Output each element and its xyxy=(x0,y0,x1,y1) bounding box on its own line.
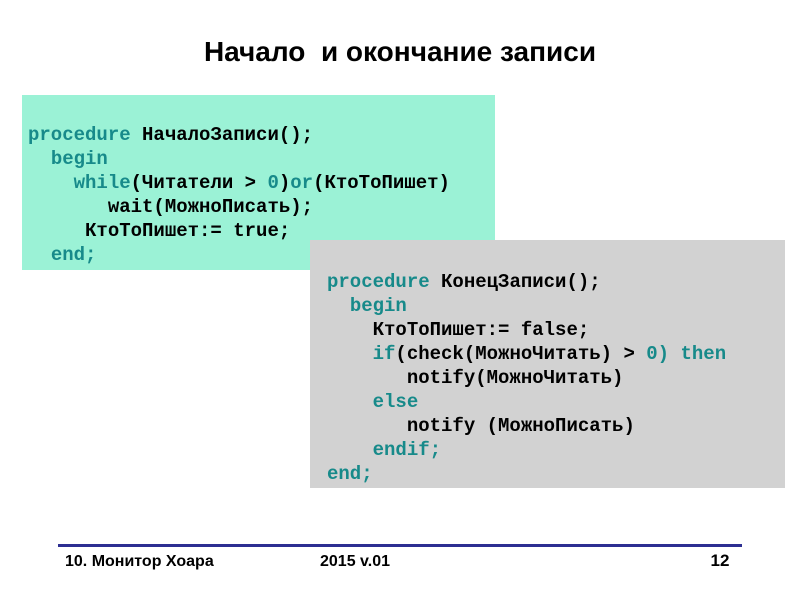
code-keyword: if xyxy=(372,343,396,365)
code-text: ) xyxy=(278,172,291,194)
code-text xyxy=(669,343,680,365)
code-keyword: end; xyxy=(327,463,373,485)
code-text xyxy=(327,391,373,413)
code-line: notify(МожноЧитать) xyxy=(327,366,785,390)
code-text xyxy=(28,148,51,170)
footer-version-label: 2015 v.01 xyxy=(320,553,390,570)
code-line: КтоТоПишет:= true; xyxy=(28,219,495,243)
code-block-end-write: procedure КонецЗаписи(); begin КтоТоПише… xyxy=(310,240,785,488)
code-keyword: else xyxy=(372,391,419,413)
code-text: КтоТоПишет:= false; xyxy=(327,319,590,341)
code-text: (check(МожноЧитать) > xyxy=(395,343,647,365)
code-text: (КтоТоПишет) xyxy=(313,172,450,194)
code-keyword: while xyxy=(73,172,131,194)
code-keyword: begin xyxy=(50,148,108,170)
code-keyword: end; xyxy=(50,244,97,266)
code-line: procedure НачалоЗаписи(); xyxy=(28,123,495,147)
code-text: wait(МожноПисать); xyxy=(28,196,314,218)
code-keyword: endif; xyxy=(372,439,442,461)
code-line: if(check(МожноЧитать) > 0) then xyxy=(327,342,785,366)
slide-title: Начало и окончание записи xyxy=(203,36,597,67)
code-text: КонецЗаписи(); xyxy=(429,271,601,293)
code-text: notify(МожноЧитать) xyxy=(327,367,624,389)
footer-topic-label: 10. Монитор Хоара xyxy=(65,553,214,570)
code-block-begin-write: procedure НачалоЗаписи(); begin while(Чи… xyxy=(22,95,495,270)
code-keyword: procedure xyxy=(327,271,430,293)
code-text: НачалоЗаписи(); xyxy=(130,124,314,146)
code-text xyxy=(28,244,51,266)
footer-divider-line xyxy=(58,544,742,547)
code-line: end; xyxy=(28,243,495,267)
code-keyword: 0) xyxy=(646,343,670,365)
code-text xyxy=(327,295,350,317)
code-keyword: begin xyxy=(349,295,407,317)
code-keyword: 0 xyxy=(267,172,279,194)
code-line: wait(МожноПисать); xyxy=(28,195,495,219)
code-line: while(Читатели > 0)or(КтоТоПишет) xyxy=(28,171,495,195)
code-text xyxy=(28,172,74,194)
code-keyword: then xyxy=(680,343,727,365)
code-text xyxy=(327,439,373,461)
code-line: endif; xyxy=(327,438,785,462)
code-keyword: or xyxy=(290,172,314,194)
code-text: (Читатели > xyxy=(130,172,268,194)
code-text xyxy=(327,343,373,365)
code-line: begin xyxy=(28,147,495,171)
code-text: КтоТоПишет:= true; xyxy=(28,220,291,242)
code-line: procedure КонецЗаписи(); xyxy=(327,270,785,294)
code-line: end; xyxy=(327,462,785,486)
code-line: КтоТоПишет:= false; xyxy=(327,318,785,342)
page-number: 12 xyxy=(710,551,730,570)
code-line: begin xyxy=(327,294,785,318)
code-line: notify (МожноПисать) xyxy=(327,414,785,438)
code-line: else xyxy=(327,390,785,414)
code-text: notify (МожноПисать) xyxy=(327,415,635,437)
code-keyword: procedure xyxy=(28,124,131,146)
